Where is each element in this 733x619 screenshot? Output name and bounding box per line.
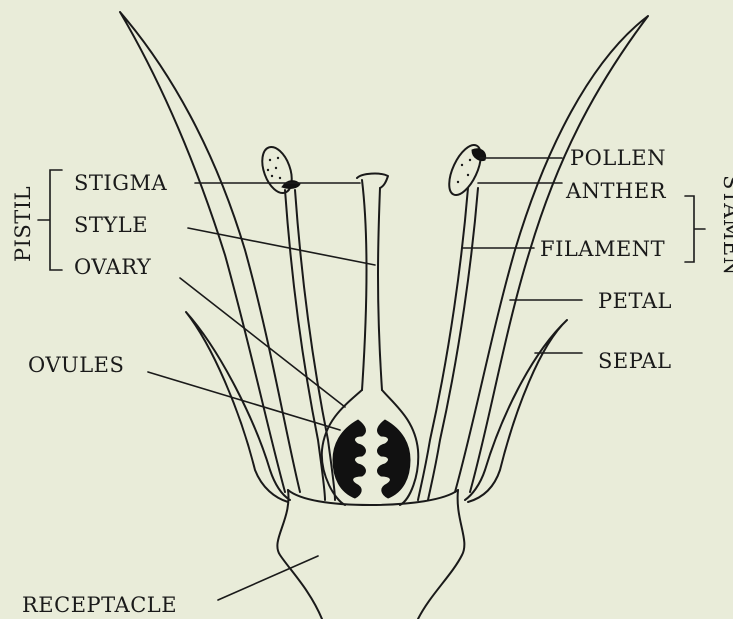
stamen-label: STAMEN bbox=[719, 175, 733, 276]
right-ovules bbox=[378, 420, 410, 498]
pollen-label: POLLEN bbox=[570, 146, 666, 170]
left-filament bbox=[285, 190, 335, 500]
pistil-bracket bbox=[38, 170, 62, 270]
petal-label: PETAL bbox=[598, 289, 672, 313]
left-pollen-dots bbox=[267, 157, 281, 179]
pistil-label: PISTIL bbox=[11, 186, 35, 262]
anther-label: ANTHER bbox=[565, 179, 667, 203]
ovary-label: OVARY bbox=[74, 255, 152, 279]
receptacle-shape bbox=[277, 490, 464, 619]
style-label: STYLE bbox=[74, 213, 148, 237]
receptacle-leader bbox=[218, 556, 318, 600]
stamen-bracket bbox=[685, 196, 705, 262]
stigma-label: STIGMA bbox=[74, 171, 167, 195]
left-anther-dark bbox=[282, 181, 300, 189]
left-anther bbox=[257, 143, 298, 197]
right-pollen-dots bbox=[457, 159, 471, 183]
left-petal bbox=[120, 12, 300, 492]
sepal-label: SEPAL bbox=[598, 349, 672, 373]
filament-label: FILAMENT bbox=[540, 237, 665, 261]
style-leader bbox=[188, 228, 375, 265]
ovules-label: OVULES bbox=[28, 353, 124, 377]
left-ovules bbox=[333, 420, 365, 498]
receptacle-label: RECEPTACLE bbox=[22, 593, 177, 617]
right-filament bbox=[418, 188, 478, 500]
receptacle-top bbox=[288, 490, 458, 505]
left-sepal bbox=[186, 312, 290, 502]
right-sepal bbox=[465, 320, 567, 502]
style-shape bbox=[362, 180, 382, 390]
